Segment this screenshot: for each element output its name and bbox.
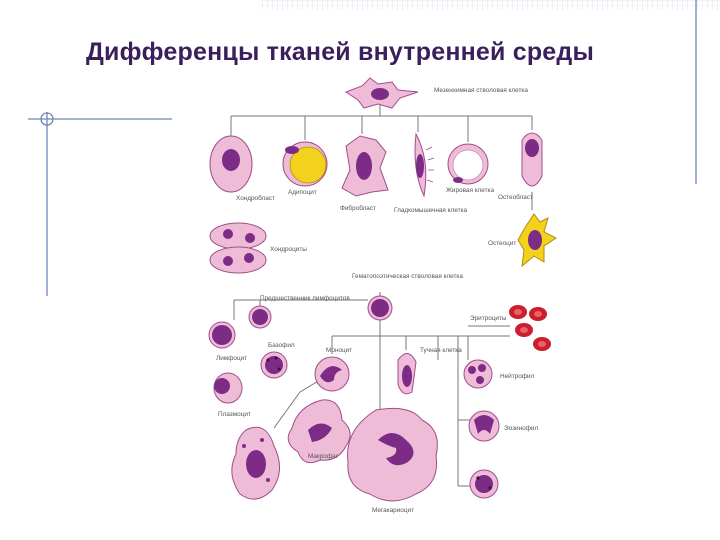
megakaryocyte-cell <box>347 407 438 502</box>
label-fat-cell: Жировая клетка <box>446 187 494 194</box>
label-mast-cell: Тучная клетка <box>420 347 462 354</box>
label-adipocyte: Адипоцит <box>288 189 317 196</box>
smooth-muscle-cell <box>414 132 435 198</box>
slide-title: Дифференцы тканей внутренней среды <box>86 38 595 66</box>
eosinophil-cell <box>468 410 500 442</box>
fat-cell <box>447 143 489 185</box>
basophil-right-cell <box>469 469 499 499</box>
decorative-frame-lines <box>28 0 697 296</box>
plasma-cell <box>213 372 243 404</box>
fibroblast-cell <box>341 135 389 197</box>
label-megakaryocyte: Мегакариоцит <box>372 507 414 514</box>
osteoblast-cell <box>521 132 543 187</box>
label-eosinophil: Эозинофил <box>504 425 538 432</box>
neutrophil-cell <box>463 359 493 389</box>
erythrocytes <box>509 305 551 351</box>
mast-cell <box>397 353 417 395</box>
label-osteoblast: Остеобласт <box>498 193 533 201</box>
label-lymphoid-progenitor: Предшественник лимфоцитов <box>260 295 350 302</box>
chondrocytes-cluster <box>209 222 267 274</box>
chondroblast-cell <box>209 135 253 193</box>
label-smooth-muscle: Гладкомышечная клетка <box>394 207 467 214</box>
label-plasma-cell: Плазмоцит <box>218 411 251 418</box>
adipocyte-cell <box>282 141 328 187</box>
label-fibroblast: Фибробласт <box>340 204 376 212</box>
macrophage-cell <box>287 399 351 464</box>
lymphocyte-cell <box>208 321 236 349</box>
label-neutrophil: Нейтрофил <box>500 372 535 380</box>
label-erythrocytes: Эритроциты <box>470 315 507 322</box>
label-chondroblast: Хондробласт <box>236 194 275 202</box>
label-macrophage: Макрофаг <box>308 453 339 460</box>
osteocyte-cell <box>517 213 557 268</box>
hematopoietic-stem-cell <box>367 295 393 321</box>
label-monocyte: Моноцит <box>326 347 352 354</box>
tree-connectors <box>230 103 533 487</box>
label-hsc: Гематопоэтическая стволовая клетка <box>352 273 463 280</box>
label-mesenchyme: Мезенхимная стволовая клетка <box>434 87 528 94</box>
large-granular-cell <box>231 426 280 500</box>
label-basophil: Базофил <box>268 342 295 349</box>
label-chondrocytes: Хондроциты <box>270 246 307 253</box>
monocyte-cell <box>314 356 350 392</box>
label-osteocyte: Остеоцит <box>488 240 516 247</box>
decorative-grid <box>262 0 720 10</box>
basophil-cell <box>260 351 288 379</box>
lymphoid-progenitor-cell <box>248 305 272 329</box>
mesenchymal-stem-cell <box>344 77 419 109</box>
label-lymphocyte: Лимфоцит <box>216 355 247 362</box>
